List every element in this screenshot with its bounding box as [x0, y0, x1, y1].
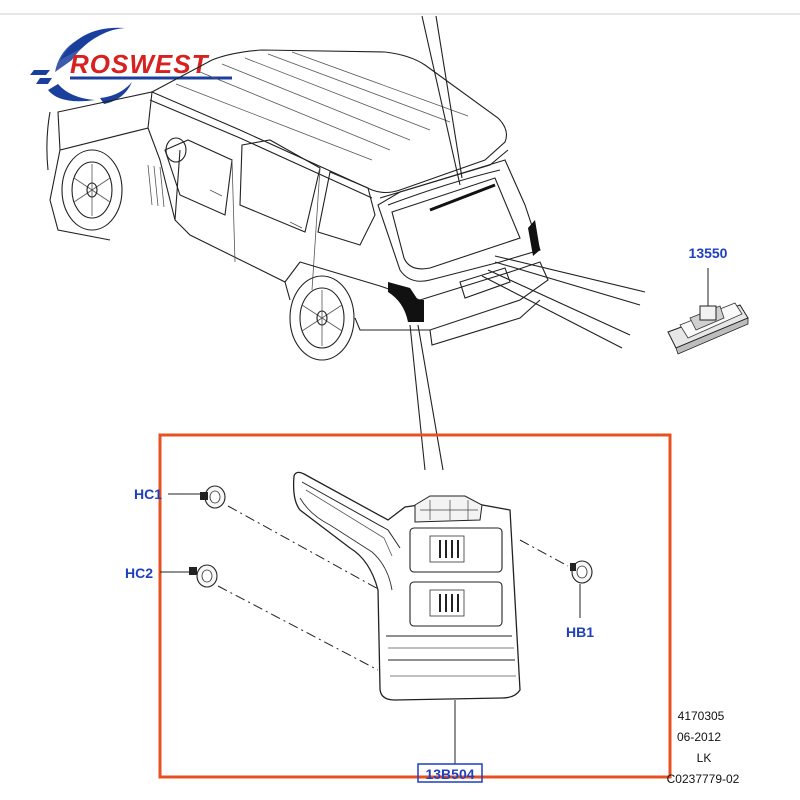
drawing-reference: C0237779-02	[667, 772, 740, 786]
logo-swoosh-icon	[30, 27, 132, 104]
leader-lines	[409, 15, 646, 471]
front-wheel	[61, 149, 123, 231]
roswest-logo: ROSWEST	[30, 27, 232, 104]
rear-wheel	[289, 275, 355, 361]
logo-text: ROSWEST	[70, 49, 210, 79]
screw-hc1	[168, 485, 226, 509]
tail-lamp-assembly	[292, 471, 521, 764]
screw-hc2	[160, 564, 218, 588]
nut-hb1	[570, 560, 593, 618]
license-plate-lamp	[667, 268, 749, 355]
vehicle-tail-lamp-right	[528, 220, 540, 256]
vehicle-tail-lamp-left	[388, 282, 424, 322]
drawing-number: 4170305	[678, 709, 725, 723]
callout-hb1: HB1	[566, 624, 594, 640]
drawing-info: 4170305 06-2012 LK C0237779-02	[667, 709, 740, 786]
vehicle-drawing	[46, 49, 549, 361]
drawing-date: 06-2012	[677, 730, 721, 744]
callout-box-13b504	[417, 763, 483, 783]
callout-13550: 13550	[689, 245, 728, 261]
callout-hc2: HC2	[125, 565, 153, 581]
drawing-author: LK	[697, 751, 712, 765]
alignment-lines	[217, 505, 569, 671]
callout-13b504: 13B504	[425, 766, 474, 782]
callout-hc1: HC1	[134, 486, 162, 502]
highlight-frame	[158, 433, 672, 779]
